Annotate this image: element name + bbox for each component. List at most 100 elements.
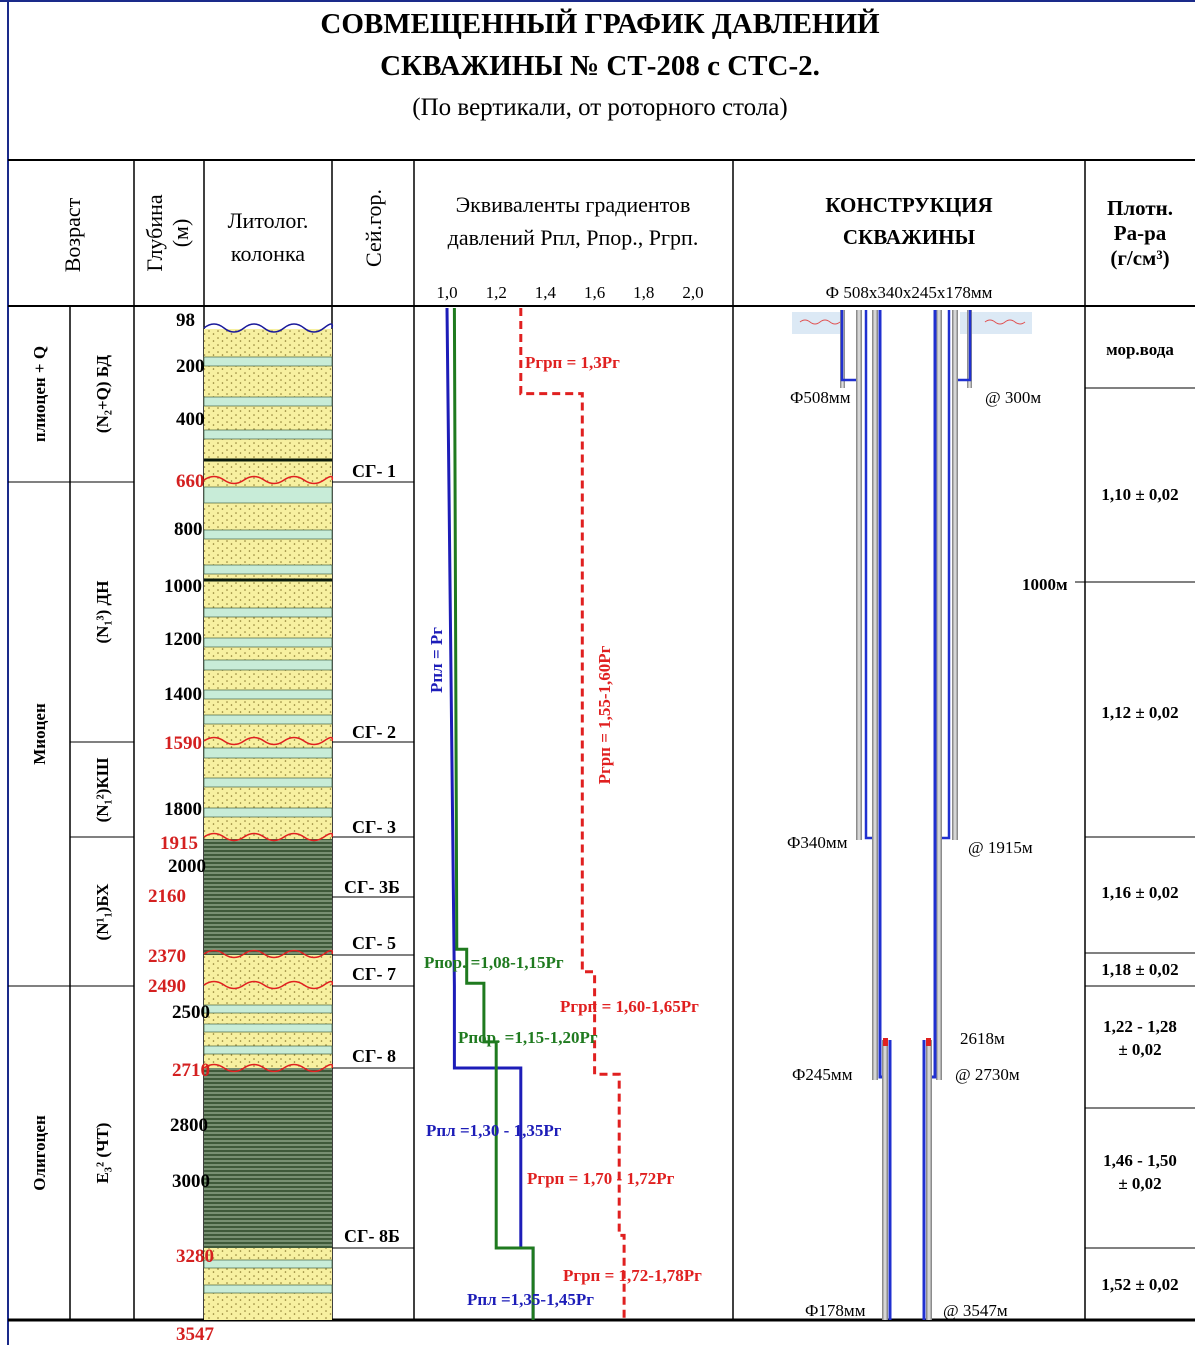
lithology-column xyxy=(203,323,334,1320)
density-7: 1,52 ± 0,02 xyxy=(1101,1275,1178,1294)
density-3: 1,16 ± 0,02 xyxy=(1101,883,1178,902)
depth-200: 200 xyxy=(176,356,205,377)
liner-top-2618: 2618м xyxy=(960,1029,1005,1048)
density-2: 1,12 ± 0,02 xyxy=(1101,703,1178,722)
casing-shoe-1915: @ 1915м xyxy=(968,838,1033,857)
series-line-ppor xyxy=(452,307,535,1320)
annot-ppl-135: Рпл =1,35-1,45Рг xyxy=(467,1290,594,1309)
axis-tick: 1,0 xyxy=(436,283,457,302)
sg-3: СГ- 3 xyxy=(352,817,396,837)
casing-340: Ф340мм xyxy=(787,833,848,852)
casing-shoe-2730: @ 2730м xyxy=(955,1065,1020,1084)
density-1: 1,10 ± 0,02 xyxy=(1101,485,1178,504)
depth-2710: 2710 xyxy=(172,1060,210,1081)
sg-8: СГ- 8 xyxy=(352,1046,396,1066)
series-line-ppl xyxy=(445,307,535,1320)
depth-mark-1000: 1000м xyxy=(1022,575,1068,594)
title-line-3: (По вертикали, от роторного стола) xyxy=(412,94,787,121)
sg-2: СГ- 2 xyxy=(352,722,396,742)
sg-1: СГ- 1 xyxy=(352,461,396,481)
annot-grp-155: Ргрп = 1,55-1,60Рг xyxy=(595,645,614,784)
annot-ppor-108: Рпор. =1,08-1,15Рг xyxy=(424,953,564,972)
header-litho-2: колонка xyxy=(231,241,305,266)
header-density-3: (г/см³) xyxy=(1110,246,1169,270)
axis-tick: 1,4 xyxy=(535,283,557,302)
depth-400: 400 xyxy=(176,409,205,430)
annot-ppl-130: Рпл =1,30 - 1,35Рг xyxy=(426,1121,562,1140)
gradient-chart xyxy=(445,307,626,1320)
header-construction-1: КОНСТРУКЦИЯ xyxy=(825,193,992,217)
axis-tick: 1,8 xyxy=(633,283,654,302)
density-5: 1,22 - 1,28 xyxy=(1103,1017,1177,1036)
header-gradient-1: Эквиваленты градиентов xyxy=(456,192,691,217)
formation-dn: (N₁³) ДН xyxy=(93,581,112,644)
header-depth: Глубина xyxy=(142,194,167,271)
annot-grp-160: Ргрп = 1,60-1,65Рг xyxy=(560,997,699,1016)
depth-2500: 2500 xyxy=(172,1002,210,1023)
depth-2370: 2370 xyxy=(148,946,186,967)
epoch-miocene: Миоцен xyxy=(30,703,49,765)
sg-5: СГ- 5 xyxy=(352,933,396,953)
annot-grp-1-3: Ргрп = 1,3Рг xyxy=(525,353,620,372)
depth-660: 660 xyxy=(176,471,205,492)
depth-2160: 2160 xyxy=(148,886,186,907)
depth-1400: 1400 xyxy=(164,684,202,705)
epoch-oligocene: Олигоцен xyxy=(30,1115,49,1191)
axis-tick: 2,0 xyxy=(682,283,703,302)
depth-800: 800 xyxy=(174,519,203,540)
sg-8b: СГ- 8Б xyxy=(344,1226,400,1246)
depth-3547: 3547 xyxy=(176,1324,215,1345)
annot-grp-170: Ргрп = 1,70 - 1,72Рг xyxy=(527,1169,675,1188)
axis-tick: 1,2 xyxy=(486,283,507,302)
depth-1000: 1000 xyxy=(164,576,202,597)
chart-annotations: Ргрп = 1,3Рг Рпл = Рг Ргрп = 1,55-1,60Рг… xyxy=(424,353,702,1309)
depth-98: 98 xyxy=(176,310,195,331)
depth-1200: 1200 xyxy=(164,629,202,650)
casing-shoe-300: @ 300м xyxy=(985,388,1041,407)
sg-3b: СГ- 3Б xyxy=(344,877,400,897)
depth-1590: 1590 xyxy=(164,733,202,754)
density-4: 1,18 ± 0,02 xyxy=(1101,960,1178,979)
depth-1915: 1915 xyxy=(160,833,198,854)
liner-hanger-right xyxy=(926,1038,931,1046)
sg-7: СГ- 7 xyxy=(352,964,396,984)
header-seismic: Сей.гор. xyxy=(361,189,386,267)
density-5-tol: ± 0,02 xyxy=(1118,1040,1161,1059)
casing-shoe-3547: @ 3547м xyxy=(943,1301,1008,1320)
casing-labels: Ф508мм Ф340мм Ф245мм Ф178мм @ 300м 1000м… xyxy=(787,388,1068,1320)
casing-245: Ф245мм xyxy=(792,1065,853,1084)
header-construction-2: СКВАЖИНЫ xyxy=(843,225,976,249)
formation-bd: (N₂+Q) БД xyxy=(93,355,112,433)
liner-hanger-left xyxy=(883,1038,888,1046)
series-line-pgrp xyxy=(519,308,626,1320)
header-age: Возраст xyxy=(60,197,85,272)
density-0: мор.вода xyxy=(1106,340,1174,359)
density-6-tol: ± 0,02 xyxy=(1118,1174,1161,1193)
epoch-pliocene: плиоцен + Q xyxy=(30,346,49,442)
header-litho-1: Литолог. xyxy=(228,208,309,233)
well-construction xyxy=(792,310,1032,1320)
density-6: 1,46 - 1,50 xyxy=(1103,1151,1177,1170)
depth-2490: 2490 xyxy=(148,976,186,997)
casing-178: Ф178мм xyxy=(805,1301,866,1320)
depth-labels: 98 200 400 800 1000 1200 1400 1800 2000 … xyxy=(148,310,215,1345)
depth-1800: 1800 xyxy=(164,799,202,820)
depth-2800: 2800 xyxy=(170,1115,208,1136)
header-gradient-2: давлений Рпл, Рпор., Ргрп. xyxy=(448,225,699,250)
formation-cht: E₃² (ЧТ) xyxy=(93,1123,112,1184)
annot-ppor-115: Рпор. =1,15-1,20Рг xyxy=(458,1028,598,1047)
formation-ksh: (N₁²)КШ xyxy=(93,757,112,822)
annot-ppl-rg: Рпл = Рг xyxy=(427,627,446,693)
header-density-1: Плотн. xyxy=(1107,196,1173,220)
header-depth-unit: (м) xyxy=(168,219,193,248)
casing-508: Ф508мм xyxy=(790,388,851,407)
seismic-horizons: СГ- 1 СГ- 2 СГ- 3 СГ- 3Б СГ- 5 СГ- 7 СГ-… xyxy=(344,461,400,1246)
depth-3280: 3280 xyxy=(176,1246,214,1267)
density-column: мор.вода 1,10 ± 0,02 1,12 ± 0,02 1,16 ± … xyxy=(1101,340,1178,1294)
depth-3000: 3000 xyxy=(172,1171,210,1192)
depth-2000: 2000 xyxy=(168,856,206,877)
annot-grp-172: Ргрп = 1,72-1,78Рг xyxy=(563,1266,702,1285)
formation-bkh: (N¹₁)БХ xyxy=(93,883,112,941)
